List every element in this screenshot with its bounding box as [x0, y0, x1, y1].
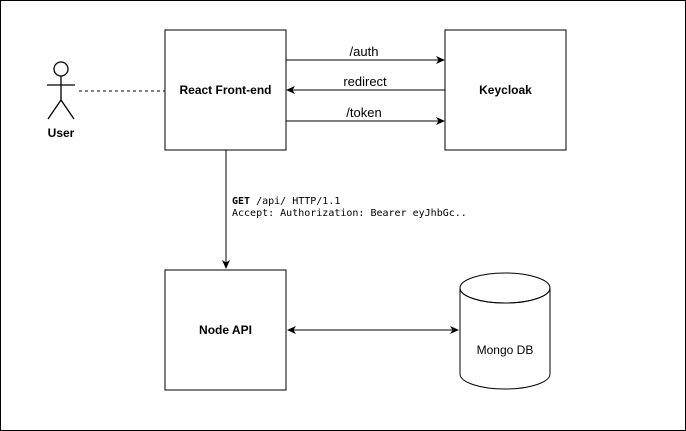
- user-label: User: [48, 126, 75, 140]
- request-method: GET: [232, 196, 250, 207]
- frontend-node: React Front-end: [164, 29, 287, 151]
- request-label: GET /api/ HTTP/1.1 Accept: Authorization…: [232, 196, 467, 219]
- request-path: /api/ HTTP/1.1: [250, 196, 340, 207]
- keycloak-node: Keycloak: [444, 29, 567, 151]
- auth-label: /auth: [350, 44, 379, 59]
- svg-text:GET /api/ HTTP/1.1: GET /api/ HTTP/1.1: [232, 196, 340, 207]
- keycloak-label: Keycloak: [479, 83, 532, 97]
- stick-figure-icon: [47, 61, 75, 120]
- redirect-label: redirect: [343, 74, 387, 89]
- user-actor: User: [47, 61, 75, 140]
- database-cylinder-icon: [459, 272, 551, 390]
- api-label: Node API: [199, 323, 252, 337]
- api-node: Node API: [164, 269, 287, 391]
- db-label: Mongo DB: [477, 343, 534, 357]
- token-label: /token: [346, 105, 381, 120]
- request-header: Accept: Authorization: Bearer eyJhbGc..: [232, 208, 467, 219]
- db-node: Mongo DB: [459, 272, 551, 390]
- frontend-label: React Front-end: [179, 83, 271, 97]
